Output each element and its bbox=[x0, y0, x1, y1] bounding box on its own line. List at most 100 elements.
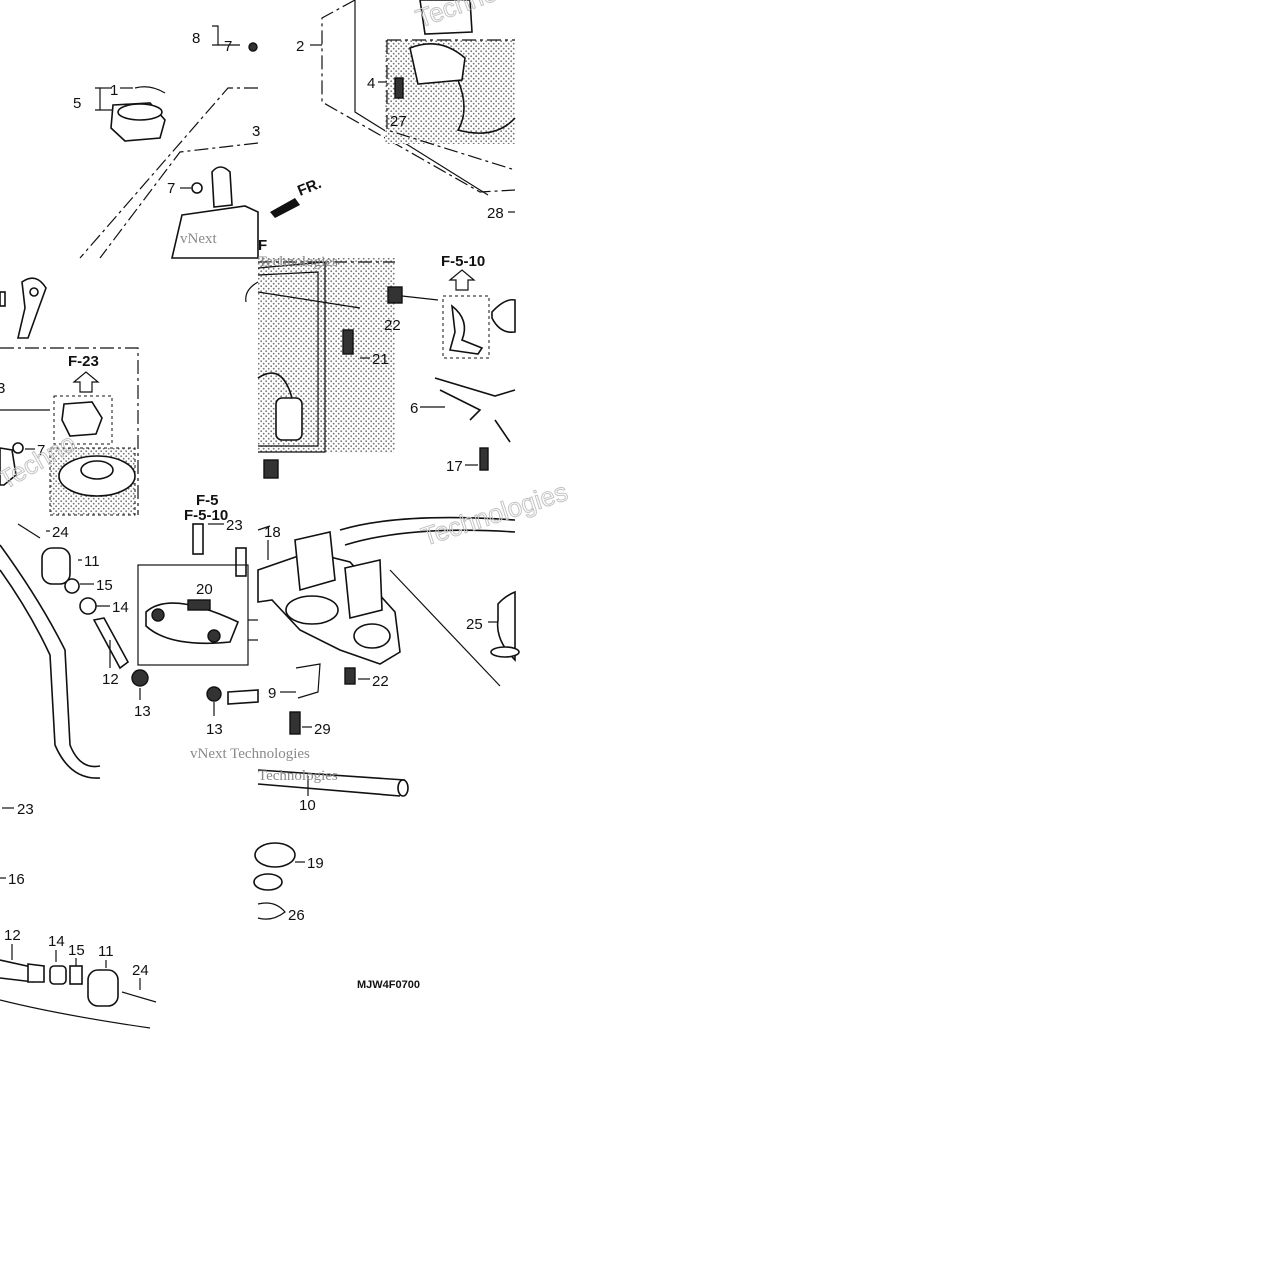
weight-part-11 bbox=[41, 547, 71, 585]
nut-part-13 bbox=[131, 669, 149, 687]
tile-handlebar-end: 23 16 10 Technologies 19 26 12 14 15 11 … bbox=[0, 768, 420, 1029]
key-icon bbox=[211, 166, 233, 208]
callout-26: 26 bbox=[288, 907, 305, 924]
clip-icon bbox=[263, 459, 279, 479]
callout-21: 21 bbox=[372, 351, 389, 368]
tile-meter-harness: F-5-10 22 21 6 17 Technologies bbox=[245, 253, 516, 479]
bolt-part-23 bbox=[192, 523, 204, 555]
watermark: vNext Technologies bbox=[190, 746, 310, 762]
screw-part-17 bbox=[479, 447, 489, 471]
watermark: Technologies bbox=[258, 768, 338, 784]
stay-part-6 bbox=[434, 377, 516, 443]
callout-24: 24 bbox=[52, 524, 69, 541]
tile-handlebar-holder: 24 11 15 14 12 13 F-5 F-5-10 23 20 13 vN… bbox=[0, 492, 310, 779]
callout-7: 7 bbox=[224, 38, 232, 55]
callout-9: 9 bbox=[268, 685, 276, 702]
up-arrow-icon bbox=[448, 269, 476, 291]
switch-wire bbox=[456, 79, 516, 134]
callout-13: 13 bbox=[134, 703, 151, 720]
callout-16: 16 bbox=[8, 871, 25, 888]
callout-22: 22 bbox=[384, 317, 401, 334]
callout-25: 25 bbox=[466, 616, 483, 633]
callout-11: 11 bbox=[98, 943, 114, 960]
callout-5: 5 bbox=[73, 95, 81, 112]
weight-part-11 bbox=[87, 969, 119, 1007]
callout-24: 24 bbox=[132, 962, 149, 979]
callout-7: 7 bbox=[167, 180, 175, 197]
nut-part-19 bbox=[254, 842, 296, 868]
tile-top-bridge: 18 25 22 9 29 Technologies bbox=[257, 476, 572, 738]
ignition-body bbox=[170, 205, 259, 259]
callout-12: 12 bbox=[4, 927, 21, 944]
up-arrow-icon bbox=[72, 371, 100, 393]
callout-11: 11 bbox=[84, 553, 100, 570]
section-ref-f5: F-5 bbox=[196, 492, 219, 509]
key-icon bbox=[16, 277, 47, 339]
bolt-part-22 bbox=[344, 667, 356, 685]
callout-20: 20 bbox=[196, 581, 213, 598]
tile-seat-lock: F-23 3 7 Techno bbox=[0, 277, 139, 516]
screw-part-24 bbox=[121, 991, 157, 1003]
callout-28: 28 bbox=[487, 205, 504, 222]
callout-14: 14 bbox=[112, 599, 129, 616]
screw-part-27 bbox=[394, 77, 404, 99]
washer-part-26 bbox=[257, 902, 286, 920]
bolt-part-23 bbox=[235, 547, 247, 577]
callout-23: 23 bbox=[226, 517, 243, 534]
callout-10: 10 bbox=[299, 797, 316, 814]
callout-12: 12 bbox=[102, 671, 119, 688]
watermark: Technologies bbox=[418, 476, 572, 551]
callout-29: 29 bbox=[314, 721, 331, 738]
handlebar-upper bbox=[339, 516, 516, 531]
callout-27: 27 bbox=[390, 113, 407, 130]
washer-icon bbox=[248, 42, 258, 52]
callout-17: 17 bbox=[446, 458, 463, 475]
watermark: vNext bbox=[180, 231, 217, 247]
callout-8: 8 bbox=[192, 30, 200, 47]
lock-cylinder bbox=[61, 401, 103, 437]
bracket bbox=[448, 304, 484, 355]
harness-wire bbox=[257, 372, 293, 399]
callout-6: 6 bbox=[410, 400, 418, 417]
screw-part-24 bbox=[17, 523, 41, 539]
callout-4: 4 bbox=[367, 75, 375, 92]
nut-part-13 bbox=[206, 686, 222, 702]
collar-part-12 bbox=[92, 617, 130, 670]
callout-19: 19 bbox=[307, 855, 324, 872]
callout-18: 18 bbox=[264, 524, 281, 541]
bolt-part-29 bbox=[289, 711, 301, 735]
callout-23: 23 bbox=[17, 801, 34, 818]
tile-ignition-switch: 8 7 1 5 7 3 vNext bbox=[73, 25, 260, 259]
connector-cap bbox=[275, 397, 303, 441]
section-ref-f23: F-23 bbox=[68, 353, 99, 370]
callout-15: 15 bbox=[68, 942, 85, 959]
switch-part-4 bbox=[409, 42, 466, 85]
section-ref-f510: F-5-10 bbox=[441, 253, 485, 270]
tile-switch-assembly: 2 4 27 28 FR. Technologies F bbox=[258, 0, 565, 254]
bracket-part-9 bbox=[295, 663, 321, 699]
callout-15: 15 bbox=[96, 577, 113, 594]
callout-7: 7 bbox=[37, 442, 45, 459]
callout-1: 1 bbox=[110, 82, 118, 99]
snap-ring-part-1 bbox=[134, 86, 166, 94]
section-ref-cut: F bbox=[258, 237, 267, 254]
drawing-code: MJW4F0700 bbox=[357, 979, 420, 991]
callout-22: 22 bbox=[372, 673, 389, 690]
forward-arrow-icon bbox=[270, 198, 300, 218]
callout-13: 13 bbox=[206, 721, 223, 738]
handlebar-outer bbox=[0, 544, 101, 768]
handlebar-pipe-part-10 bbox=[257, 769, 406, 781]
switch-housing-part-3 bbox=[419, 0, 473, 35]
washer-icon bbox=[191, 182, 203, 194]
callout-3: 3 bbox=[0, 380, 5, 397]
screw-part-21 bbox=[342, 329, 354, 355]
section-ref-f510: F-5-10 bbox=[184, 507, 228, 524]
handlebar-inner bbox=[0, 569, 101, 779]
watermark: Technologies bbox=[258, 254, 338, 270]
direction-marker: FR. bbox=[295, 175, 324, 200]
callout-3: 3 bbox=[252, 123, 260, 140]
bolt-head-part-22 bbox=[387, 286, 403, 304]
callout-2: 2 bbox=[296, 38, 304, 55]
watermark: Technologies bbox=[412, 0, 565, 34]
